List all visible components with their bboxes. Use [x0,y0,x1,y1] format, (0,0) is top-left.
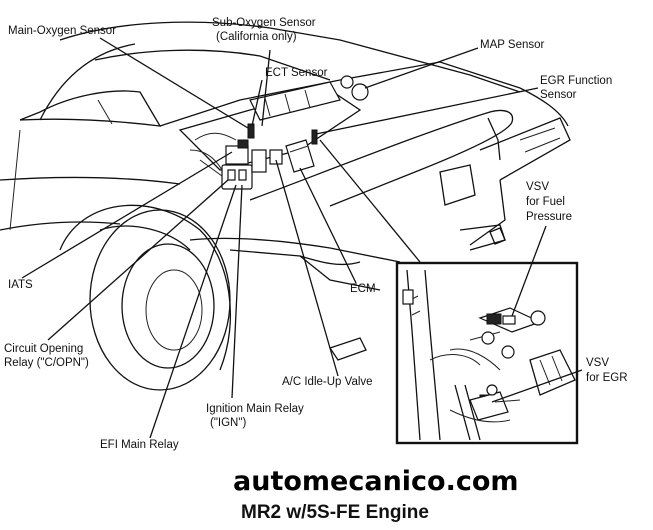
label-vsv-fuel-3: Pressure [526,211,572,223]
label-sub-oxygen-sensor-note: (California only) [216,31,297,43]
label-circuit-opening-relay-2: Relay ("C/OPN") [4,357,89,369]
label-vsv-egr: VSV [586,357,609,369]
leader-lines [21,37,583,439]
label-circuit-opening-relay: Circuit Opening [4,343,83,355]
watermark-text: automecanico.com [233,466,519,497]
label-main-oxygen-sensor: Main-Oxygen Sensor [8,25,116,37]
diagram-caption: MR2 w/5S-FE Engine [241,502,429,523]
label-ignition-main-relay: Ignition Main Relay [206,403,304,415]
label-iats: IATS [8,279,33,291]
label-vsv-fuel-2: for Fuel [526,196,565,208]
label-ignition-main-relay-2: ("IGN") [210,417,246,429]
label-map-sensor: MAP Sensor [480,39,545,51]
label-ect-sensor: ECT Sensor [265,67,328,79]
engine-bay [178,75,369,190]
car-body [0,21,571,361]
label-egr-function-sensor: EGR Function [540,75,612,87]
label-sub-oxygen-sensor: Sub-Oxygen Sensor [212,17,316,29]
inset-pointer-line [319,139,421,263]
vsv-detail-inset [395,261,579,445]
label-vsv-fuel: VSV [526,181,549,193]
label-ac-idle-up-valve: A/C Idle-Up Valve [282,376,373,388]
label-vsv-egr-2: for EGR [586,372,628,384]
rear-wheel [59,204,231,391]
label-ecm: ECM [350,283,376,295]
label-efi-main-relay: EFI Main Relay [100,439,179,451]
label-egr-function-sensor-2: Sensor [540,89,577,101]
